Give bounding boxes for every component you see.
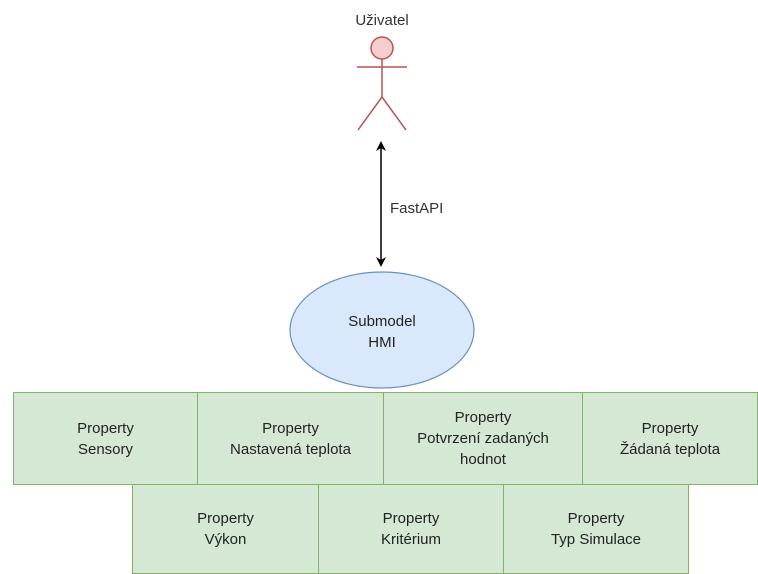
property-nastavena-teplota: Property Nastavená teplota xyxy=(197,392,384,485)
property-kind: Property xyxy=(77,419,134,437)
property-zadana-teplota: Property Žádaná teplota xyxy=(582,392,758,485)
property-sensory: Property Sensory xyxy=(13,392,198,485)
user-actor: Uživatel xyxy=(355,12,409,131)
property-kind: Property xyxy=(382,510,440,527)
property-name: Potvrzení zadaných hodnot xyxy=(417,430,549,468)
property-name: Kritérium xyxy=(380,531,441,548)
property-kind: Property xyxy=(641,419,699,437)
property-kind: Property xyxy=(197,510,254,527)
submodel-subtitle: HMI xyxy=(368,334,396,351)
actor-left-leg xyxy=(357,96,383,131)
actor-label: Uživatel xyxy=(355,12,408,29)
property-name: Výkon xyxy=(204,531,247,548)
property-name: Nastavená teplota xyxy=(230,440,351,458)
property-name: Žádaná teplota xyxy=(619,440,721,458)
submodel-title: Submodel xyxy=(348,313,416,330)
actor-right-leg xyxy=(381,96,407,131)
property-kind: Property xyxy=(567,510,625,527)
submodel-hmi-node: Submodel HMI xyxy=(289,271,475,389)
connection-label: FastAPI xyxy=(390,200,443,217)
submodel-ellipse xyxy=(289,271,475,389)
property-potvrzeni-zadanych-hodnot: Property Potvrzení zadaných hodnot xyxy=(383,392,583,485)
actor-head xyxy=(370,36,394,60)
property-kind: Property xyxy=(454,409,512,426)
property-name: Sensory xyxy=(77,440,134,458)
property-vykon: Property Výkon xyxy=(132,484,319,574)
property-name: Typ Simulace xyxy=(550,531,642,548)
property-kind: Property xyxy=(262,419,319,437)
property-typ-simulace: Property Typ Simulace xyxy=(503,484,689,574)
property-kriterium: Property Kritérium xyxy=(318,484,504,574)
